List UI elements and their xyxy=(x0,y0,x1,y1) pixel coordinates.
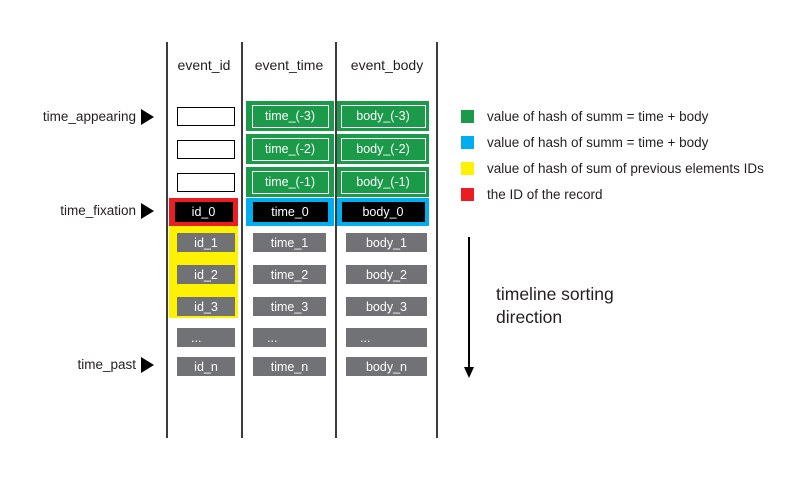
hash-band-green: time_(-3) xyxy=(246,101,334,131)
legend-swatch-yellow xyxy=(461,162,474,175)
cell-body-2: body_2 xyxy=(346,265,427,284)
legend-item: value of hash of summ = time + body xyxy=(461,134,708,151)
cell-body-minus3: body_(-3) xyxy=(340,104,426,128)
cell-id-empty xyxy=(177,140,235,159)
cell-time-minus1: time_(-1) xyxy=(251,170,329,194)
legend-item: value of hash of summ = time + body xyxy=(461,108,708,125)
cell-body-0: body_0 xyxy=(341,202,425,222)
cell-body-minus2: body_(-2) xyxy=(340,137,426,161)
hash-band-green: body_(-2) xyxy=(337,134,429,164)
cell-id-n: id_n xyxy=(177,357,235,376)
cell-body-1: body_1 xyxy=(346,233,427,252)
id-band-red: id_0 xyxy=(169,198,238,226)
cell-time-1: time_1 xyxy=(253,233,326,252)
legend-item: the ID of the record xyxy=(461,186,603,203)
cell-time-3: time_3 xyxy=(253,297,326,316)
arrow-right-icon xyxy=(141,357,154,373)
column-divider xyxy=(436,42,438,438)
legend-label: value of hash of summ = time + body xyxy=(487,109,709,124)
row-label-time-fixation: time_fixation xyxy=(60,203,136,218)
cell-time-ellipsis: ... xyxy=(253,328,326,347)
hash-band-blue: body_0 xyxy=(337,198,429,226)
timeline-direction-arrow xyxy=(468,237,470,369)
legend-label: the ID of the record xyxy=(487,187,603,202)
timeline-direction-caption: timeline sorting direction xyxy=(496,284,614,328)
hash-band-blue: time_0 xyxy=(246,198,334,226)
row-label-time-past: time_past xyxy=(77,357,136,372)
hash-band-green: body_(-3) xyxy=(337,101,429,131)
cell-body-3: body_3 xyxy=(346,297,427,316)
legend-label: value of hash of sum of previous element… xyxy=(487,161,764,176)
column-divider xyxy=(241,42,243,438)
column-header-event-id: event_id xyxy=(177,57,231,73)
cell-id-3: id_3 xyxy=(177,297,235,316)
legend-swatch-red xyxy=(461,188,474,201)
arrow-right-icon xyxy=(141,203,154,219)
cell-id-empty xyxy=(177,107,235,126)
cell-body-ellipsis: ... xyxy=(346,328,427,347)
column-header-event-body: event_body xyxy=(350,57,424,73)
cell-time-minus2: time_(-2) xyxy=(251,137,329,161)
cell-time-minus3: time_(-3) xyxy=(251,104,329,128)
cell-time-0: time_0 xyxy=(252,202,328,222)
column-header-event-time: event_time xyxy=(254,57,324,73)
row-label-time-appearing: time_appearing xyxy=(42,109,136,124)
cell-id-2: id_2 xyxy=(177,265,235,284)
legend-item: value of hash of sum of previous element… xyxy=(461,160,764,177)
cell-body-minus1: body_(-1) xyxy=(340,170,426,194)
cell-id-empty xyxy=(177,173,235,192)
legend-swatch-green xyxy=(461,110,474,123)
cell-time-2: time_2 xyxy=(253,265,326,284)
legend-swatch-blue xyxy=(461,136,474,149)
column-divider xyxy=(166,42,168,438)
hash-band-green: body_(-1) xyxy=(337,167,429,197)
cell-id-0: id_0 xyxy=(174,202,233,222)
cell-id-1: id_1 xyxy=(177,233,235,252)
hash-band-green: time_(-2) xyxy=(246,134,334,164)
column-divider xyxy=(335,42,337,438)
arrow-down-icon xyxy=(463,367,474,378)
hash-band-green: time_(-1) xyxy=(246,167,334,197)
legend-label: value of hash of summ = time + body xyxy=(487,135,709,150)
cell-time-n: time_n xyxy=(253,357,326,376)
arrow-right-icon xyxy=(141,109,154,125)
cell-id-ellipsis: ... xyxy=(177,328,235,347)
cell-body-n: body_n xyxy=(346,357,427,376)
